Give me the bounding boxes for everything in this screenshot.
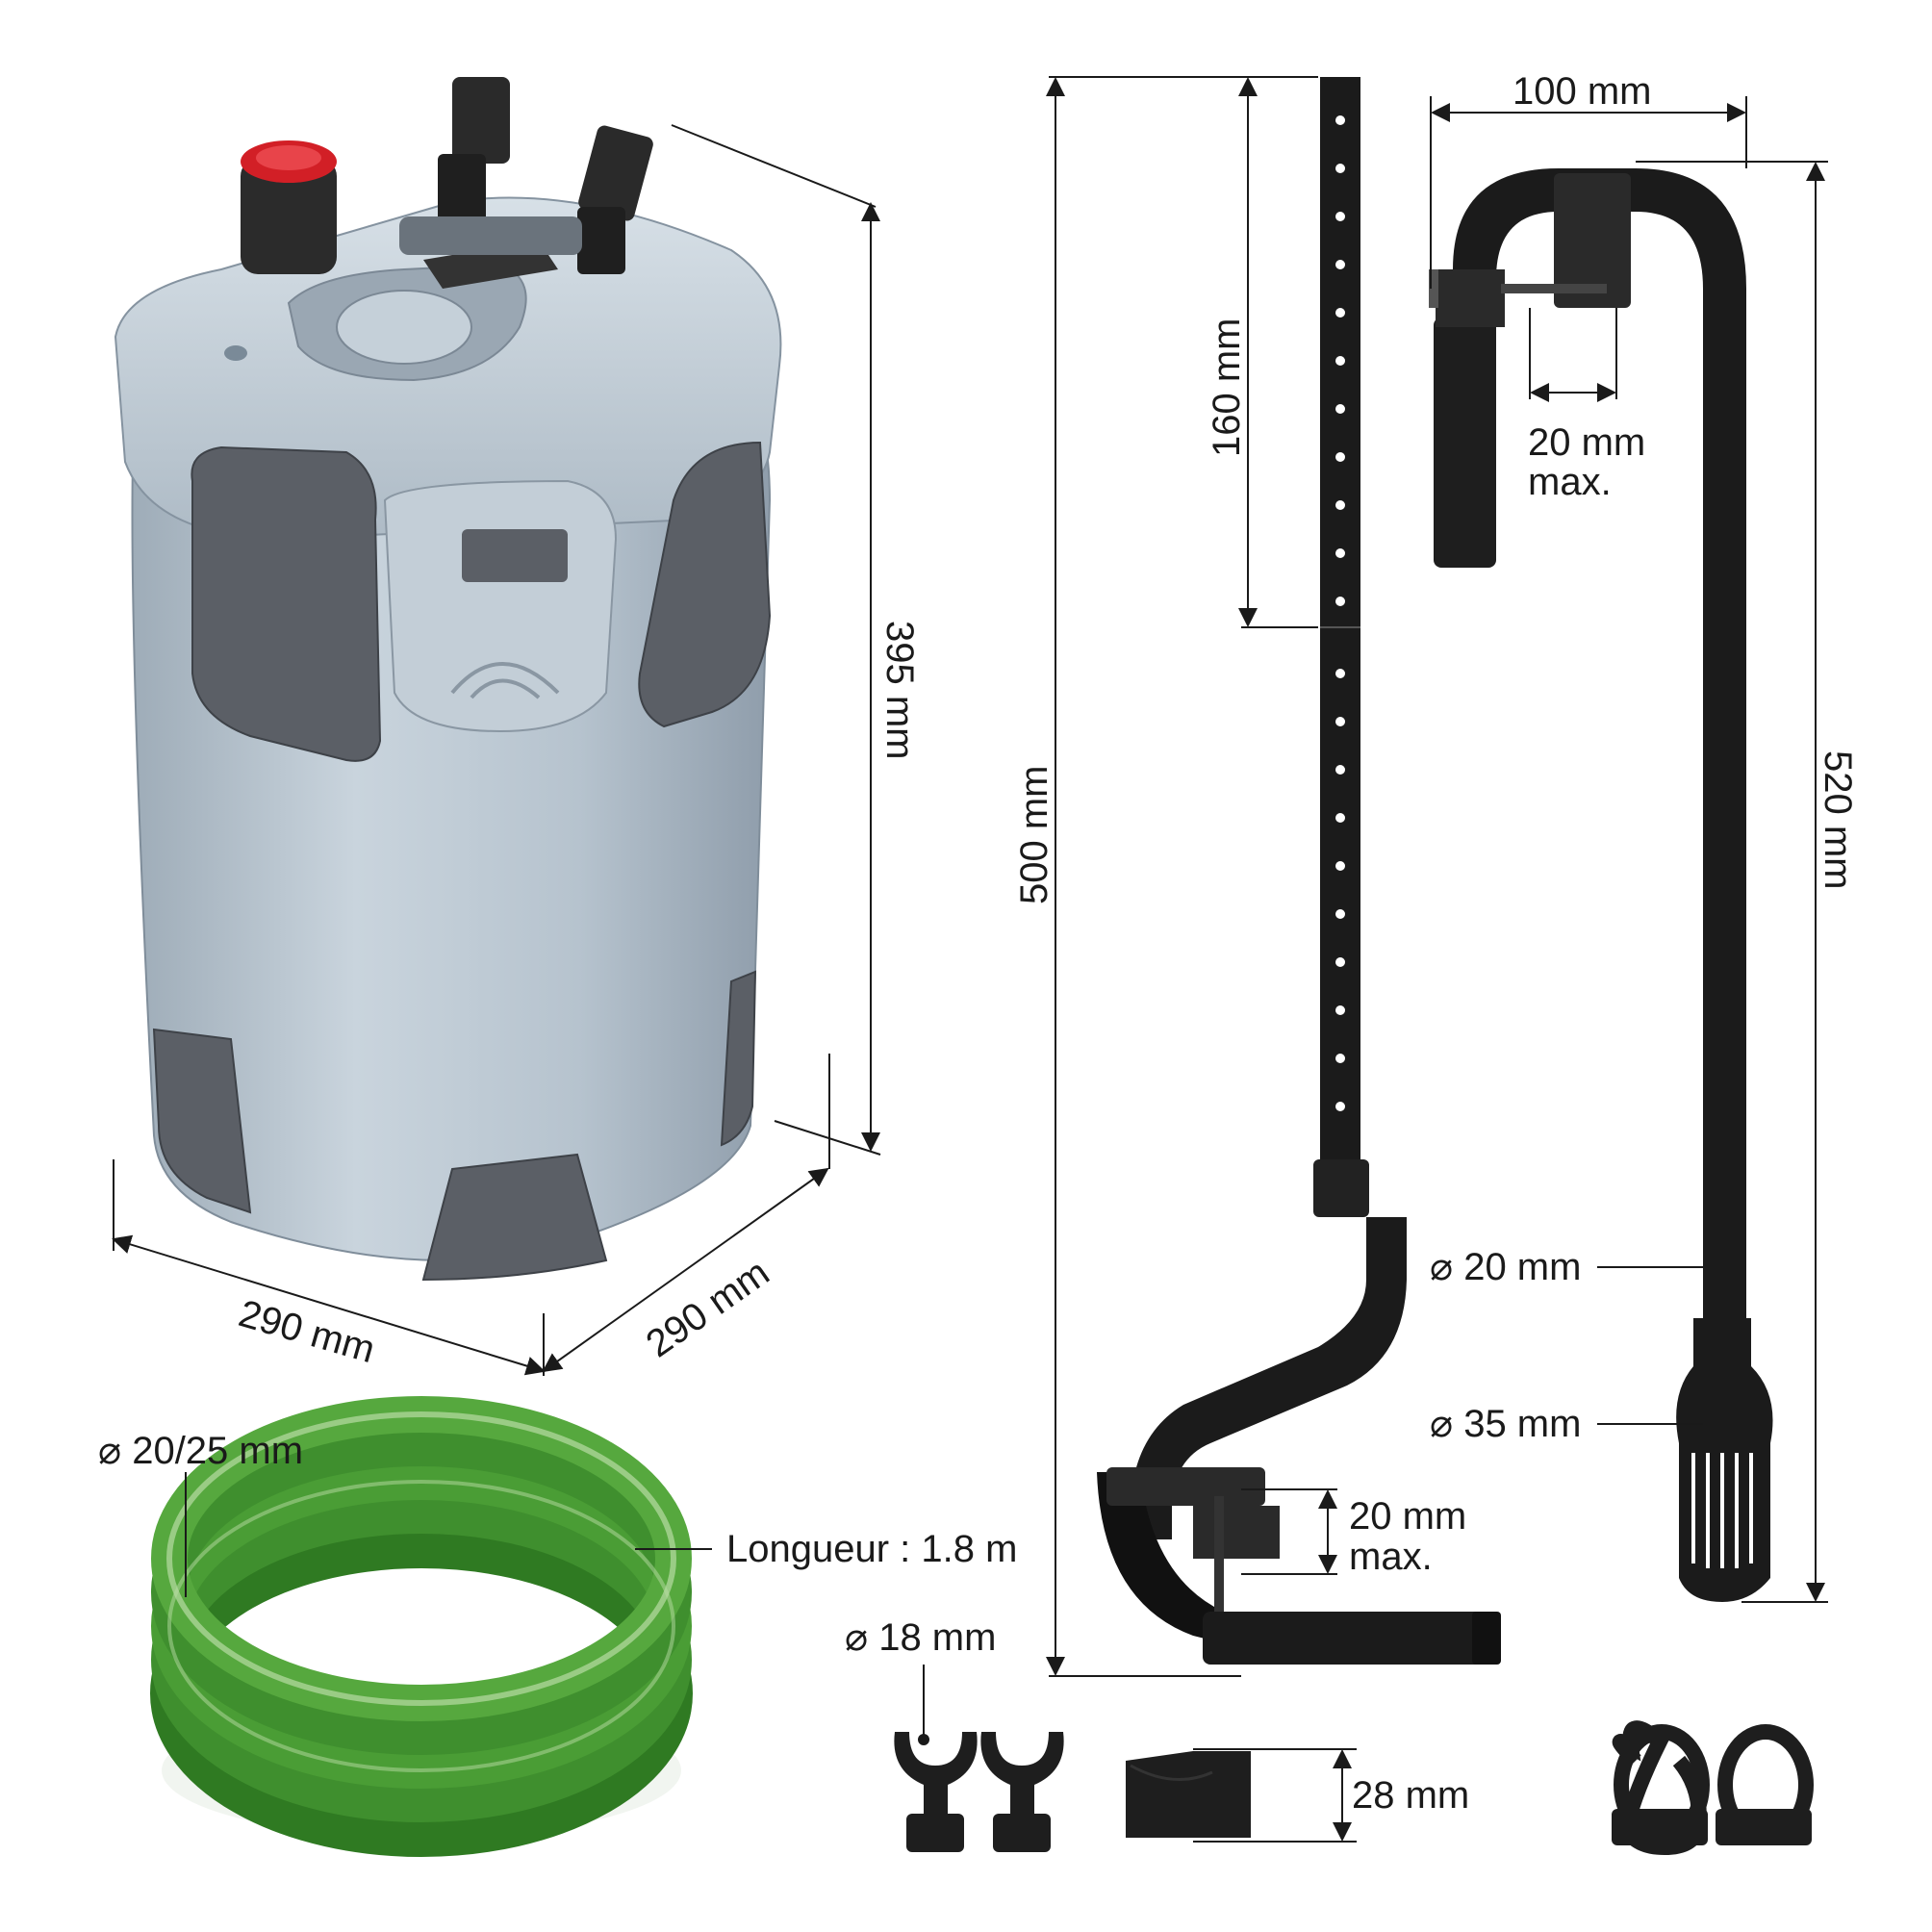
hose-diameter-label: ⌀ 20/25 mm [98,1430,304,1472]
intake-pipe [1097,77,1501,1665]
outlet-clamp-label-2: max. [1528,461,1612,503]
intake-clamp-label-2: max. [1349,1536,1433,1578]
suction-clip-icon [894,1732,1064,1852]
hose-length-label: Longueur : 1.8 m [726,1528,1018,1570]
clip-leader-line [918,1665,929,1745]
latch-panel-left [191,445,382,762]
hose-clamp-base [1612,1809,1812,1845]
intake-clamp-label-1: 20 mm [1349,1495,1467,1538]
outlet-dimension-lines [1430,96,1828,1603]
foot-front [421,1153,608,1282]
outlet-clamp-label-1: 20 mm [1528,421,1646,464]
outlet-pipe-diameter-label: ⌀ 20 mm [1430,1246,1582,1288]
clip-diameter-label: ⌀ 18 mm [845,1616,997,1659]
foot-left [152,1028,252,1214]
latch-panel-right [638,441,772,728]
intake-dimension-lines [1046,76,1337,1677]
nozzle-icon [1126,1751,1251,1838]
nozzle-dimension-line [1193,1748,1357,1843]
hose-connector-icon [399,77,653,289]
green-hose-coil [150,1396,693,1857]
red-valve-icon [241,140,337,274]
canister-height-label: 395 mm [878,621,921,760]
foot-right [720,970,757,1147]
outlet-pipe [1429,168,1773,1602]
canister-dimension-lines [112,124,881,1376]
intake-total-length-label: 500 mm [1013,765,1055,905]
canister-filter [114,77,782,1282]
hose-leader-lines [185,1472,712,1597]
outlet-width-label: 100 mm [1513,70,1652,113]
strainer-diameter-label: ⌀ 35 mm [1430,1403,1582,1445]
outlet-height-label: 520 mm [1817,750,1859,890]
intake-segment-length-label: 160 mm [1206,318,1248,458]
nozzle-size-label: 28 mm [1352,1774,1470,1817]
